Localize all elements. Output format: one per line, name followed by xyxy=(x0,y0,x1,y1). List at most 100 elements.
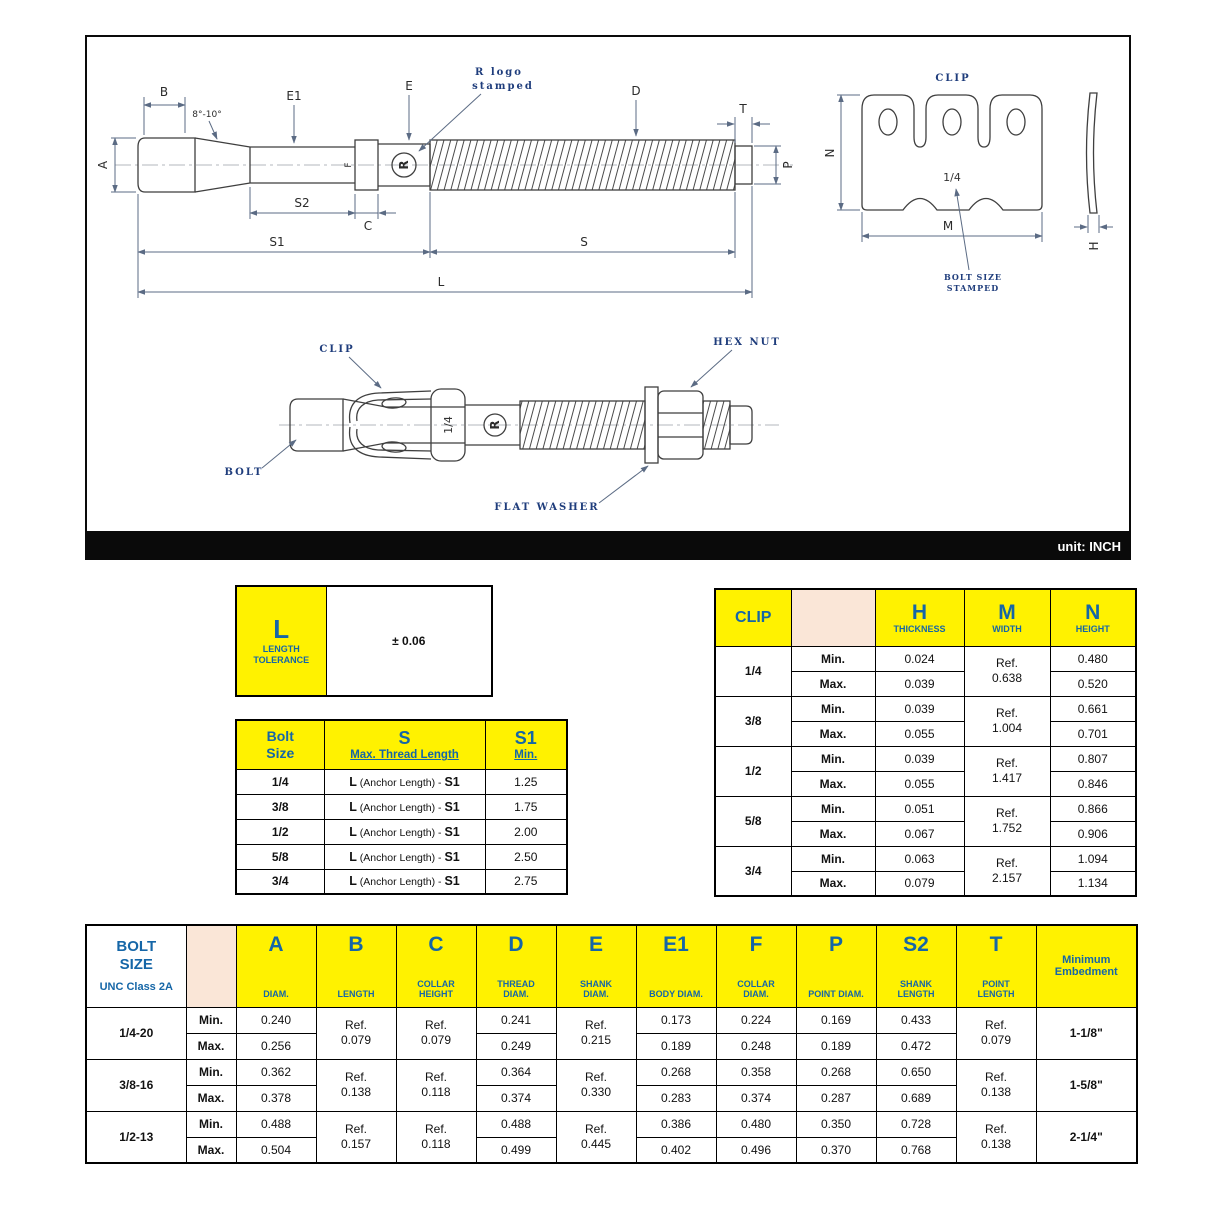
clip-row-min: 1/2 Min. 0.039 Ref. 1.417 0.807 xyxy=(714,745,1137,797)
bolt-title-line2: SIZE xyxy=(119,956,153,974)
clip-h-min: 0.051 xyxy=(874,795,965,822)
ref-label: Ref. xyxy=(984,1121,1007,1136)
a-min: 0.488 xyxy=(235,1110,317,1138)
clip-size-cell: 1/2 xyxy=(714,745,792,797)
r-logo-glyph: R xyxy=(397,160,411,169)
dim-p: P xyxy=(754,145,795,185)
tolerance-label-line1: LENGTH xyxy=(262,643,300,654)
assembled-view: 1/4 R CLIP HEX NUT BOLT FLAT WASHER xyxy=(224,337,781,513)
t-ref-cell: Ref.0.138 xyxy=(955,1110,1037,1164)
ref-label: Ref. xyxy=(995,656,1018,670)
thread-size-cell: 5/8 xyxy=(235,843,325,870)
clip-dimensions-table: CLIP H THICKNESS M WIDTH N HEIGHT 1/4 Mi… xyxy=(714,588,1137,897)
max-label-cell: Max. xyxy=(790,870,876,897)
clip-side-view: H xyxy=(1074,92,1113,251)
bolt-callout-label: BOLT xyxy=(224,467,263,478)
dim-label-m: M xyxy=(943,219,953,233)
formula-mid: (Anchor Length) - xyxy=(356,776,445,789)
thread-size-cell: 1/4 xyxy=(235,768,325,795)
anchor-nose xyxy=(137,137,196,193)
s2-max: 0.689 xyxy=(875,1084,957,1112)
col-a-label: DIAM. xyxy=(263,988,289,999)
clip-h-max: 0.055 xyxy=(874,720,965,747)
clip-n-max: 0.906 xyxy=(1049,820,1137,847)
formula-s1: S1 xyxy=(444,849,460,864)
dim-label-a: A xyxy=(96,160,110,169)
length-tolerance-table: L LENGTH TOLERANCE ± 0.06 xyxy=(235,585,493,697)
clip-n-letter: N xyxy=(1085,600,1101,624)
d-min: 0.241 xyxy=(475,1006,557,1034)
clip-n-min: 0.866 xyxy=(1049,795,1137,822)
assembled-threads-right xyxy=(702,400,731,450)
b-ref-value: 0.138 xyxy=(340,1085,372,1099)
clip-m-label: WIDTH xyxy=(992,623,1022,634)
t-ref-value: 0.138 xyxy=(980,1085,1012,1099)
clip-size-stamp: 1/4 xyxy=(943,171,961,184)
unit-bar: unit: INCH xyxy=(85,533,1131,560)
dim-s2: S2 xyxy=(249,187,356,219)
r-logo-note: R logo stamped xyxy=(418,67,532,152)
dim-e: E xyxy=(405,79,413,141)
dim-e1: E1 xyxy=(286,89,302,144)
angle-label: 8°-10° xyxy=(192,110,221,120)
max-label-cell: Max. xyxy=(790,720,876,747)
main-side-view: R xyxy=(115,137,793,193)
thread-col-s-header: S Max. Thread Length xyxy=(323,719,486,770)
min-label-cell: Min. xyxy=(790,795,876,822)
thread-size-header-line2: Size xyxy=(266,744,295,761)
col-c-letter: C xyxy=(428,933,444,957)
clip-h-label: THICKNESS xyxy=(893,623,946,634)
p-min: 0.169 xyxy=(795,1006,877,1034)
e1-max: 0.402 xyxy=(635,1136,717,1164)
clip-row-min: 3/8 Min. 0.039 Ref. 1.004 0.661 xyxy=(714,695,1137,747)
dim-t: T xyxy=(717,102,770,143)
assembled-clip-hole-bottom xyxy=(381,441,407,453)
clip-row-max: Max. 0.079 1.134 xyxy=(715,870,1137,897)
col-d-letter: D xyxy=(508,933,524,957)
thread-row: 3/4 L (Anchor Length) - S1 2.75 xyxy=(235,868,568,895)
tolerance-value: ± 0.06 xyxy=(325,585,493,697)
ref-label: Ref. xyxy=(995,756,1018,770)
anchor-threads xyxy=(429,139,736,191)
assembled-clip-outer xyxy=(348,390,432,460)
bolt-embed-header: Minimum Embedment xyxy=(1035,924,1138,1008)
t-ref-value: 0.138 xyxy=(980,1136,1012,1151)
formula-mid: (Anchor Length) - xyxy=(356,826,445,839)
dim-label-s: S xyxy=(580,235,588,249)
assembled-point xyxy=(729,405,753,445)
assembled-r-logo-icon xyxy=(483,413,507,437)
thread-formula-cell: L (Anchor Length) - S1 xyxy=(323,843,486,870)
assembled-threads-left xyxy=(519,400,646,450)
embed-cell: 2-1/4" xyxy=(1035,1110,1138,1164)
ref-label: Ref. xyxy=(995,806,1018,820)
clip-m-ref-cell: Ref. 1.004 xyxy=(963,695,1051,747)
d-max: 0.374 xyxy=(475,1084,557,1112)
bolt-row-min: 1/4-20 Min. 0.240 Ref.0.079 Ref.0.079 0.… xyxy=(85,1006,1138,1060)
c-ref-cell: Ref.0.118 xyxy=(395,1058,477,1112)
f-min: 0.224 xyxy=(715,1006,797,1034)
clip-hole-3 xyxy=(1006,108,1026,136)
thread-s1-min-cell: 1.75 xyxy=(484,793,568,820)
dim-label-c: C xyxy=(364,219,372,233)
clip-row-max: Max. 0.039 0.520 xyxy=(715,670,1137,697)
thread-row: 5/8 L (Anchor Length) - S1 2.50 xyxy=(235,843,568,870)
clip-col-h-header: H THICKNESS xyxy=(874,588,965,647)
formula-l: L xyxy=(349,824,357,839)
hex-nut-callout-label: HEX NUT xyxy=(713,337,781,348)
f-max: 0.496 xyxy=(715,1136,797,1164)
ref-label: Ref. xyxy=(984,1018,1007,1032)
s2-min: 0.650 xyxy=(875,1058,957,1086)
bolt-row-min: 3/8-16 Min. 0.362 Ref.0.138 Ref.0.118 0.… xyxy=(85,1058,1138,1112)
assembled-clip-inner xyxy=(356,398,432,452)
min-label-cell: Min. xyxy=(790,845,876,872)
dim-n: N xyxy=(823,94,860,211)
col-f-label: COLLAR DIAM. xyxy=(737,978,775,999)
clip-outline xyxy=(861,94,1043,211)
clip-col-n-header: N HEIGHT xyxy=(1049,588,1137,647)
ref-label: Ref. xyxy=(995,706,1018,720)
col-d-label: THREAD DIAM. xyxy=(497,978,535,999)
